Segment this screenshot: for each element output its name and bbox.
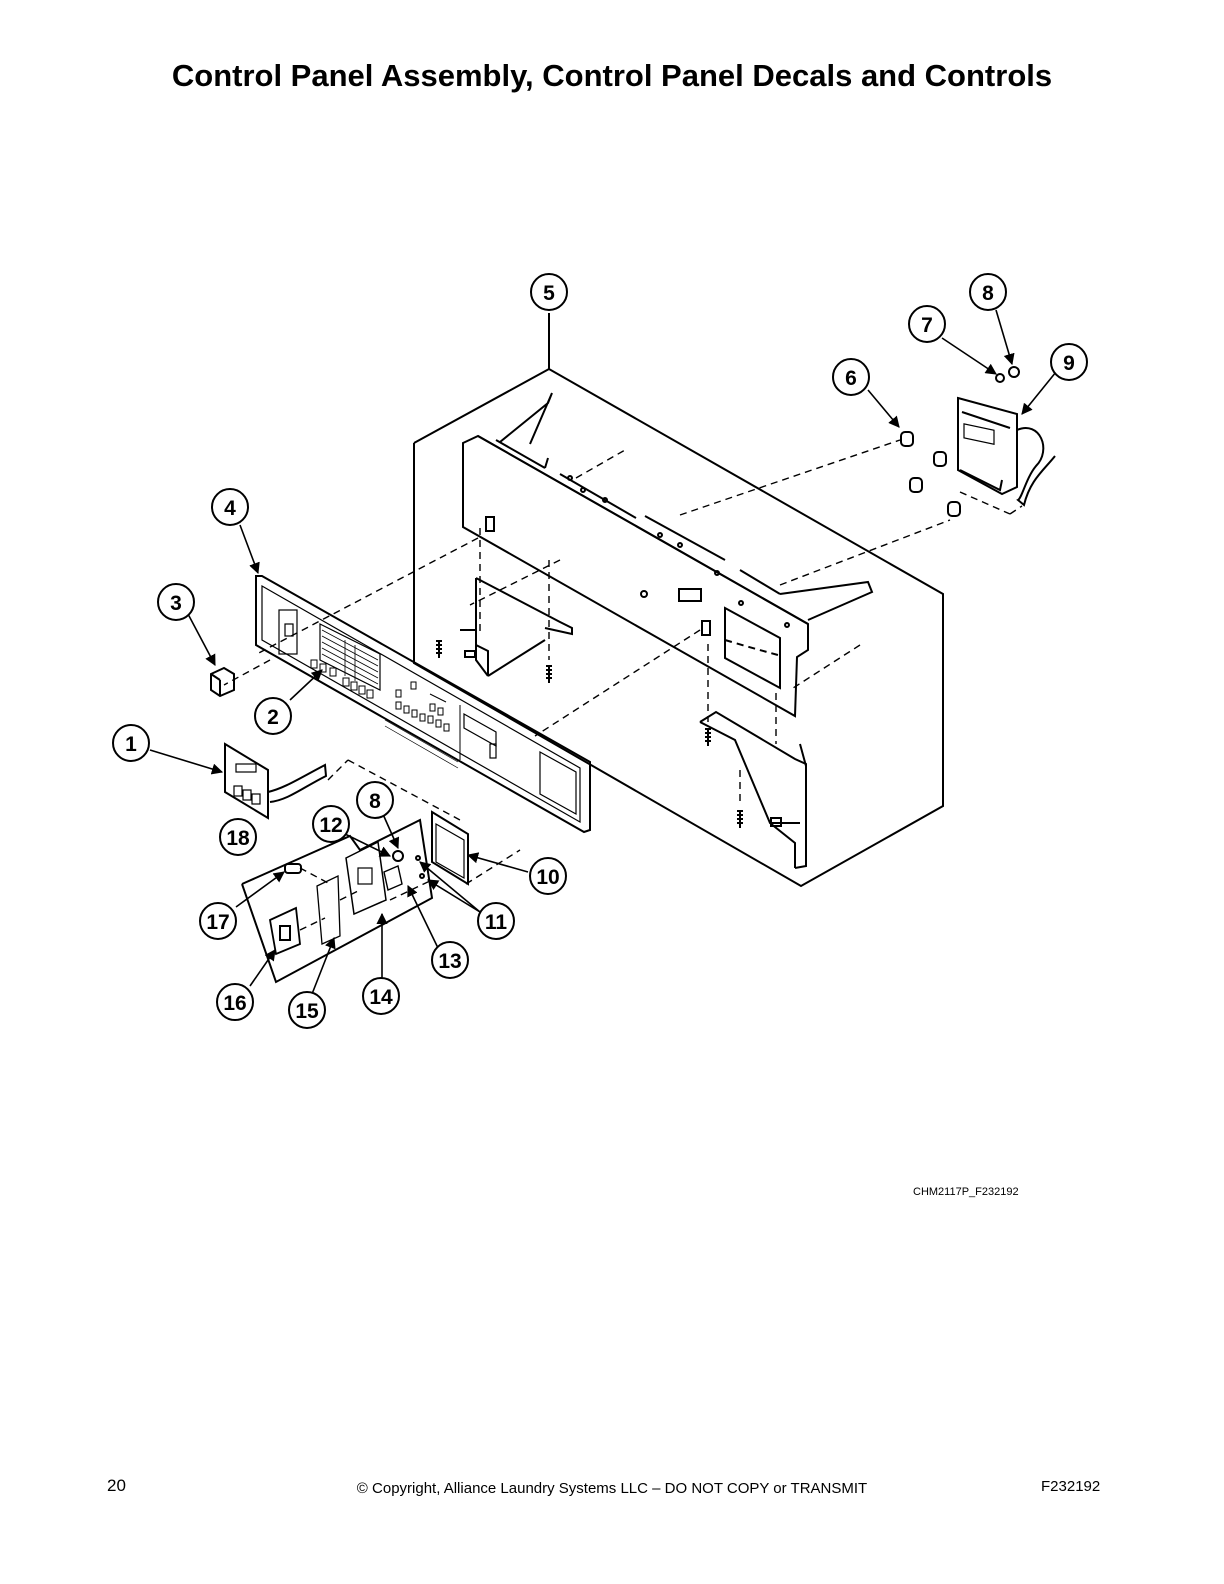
document-id: F232192 (1041, 1478, 1101, 1495)
callout-label-8-lower: 8 (369, 790, 381, 813)
page-number: 20 (107, 1476, 126, 1495)
callout-16 (216, 983, 254, 1021)
callout-label-4: 4 (224, 497, 236, 520)
callout-2 (254, 697, 292, 735)
callout-label-13: 13 (438, 950, 461, 973)
callout-10 (529, 857, 567, 895)
copyright-notice: © Copyright, Alliance Laundry Systems LL… (356, 1480, 868, 1497)
callout-13 (431, 941, 469, 979)
callout-4 (211, 488, 249, 526)
callout-7 (908, 305, 946, 343)
callout-8 (969, 273, 1007, 311)
screws (436, 640, 743, 828)
callout-label-11: 11 (485, 911, 508, 934)
callout-9 (1050, 343, 1088, 381)
callout-18 (219, 818, 257, 856)
figure-code: CHM2117P_F232192 (913, 1186, 1019, 1198)
callout-12 (312, 805, 350, 843)
callout-label-5: 5 (543, 282, 555, 305)
callout-3 (157, 583, 195, 621)
callout-15 (288, 991, 326, 1029)
callout-1 (112, 724, 150, 762)
callout-label-12: 12 (319, 814, 342, 837)
callout-bubbles (112, 273, 1088, 1029)
callout-label-18: 18 (226, 827, 250, 850)
callout-5 (530, 273, 568, 311)
callout-label-10: 10 (536, 866, 559, 889)
callout-14 (362, 977, 400, 1015)
callout-label-6: 6 (845, 367, 857, 390)
callout-8-lower (356, 781, 394, 819)
lower-panel-bracket (699, 710, 807, 869)
callout-label-1: 1 (125, 733, 137, 756)
callout-label-14: 14 (369, 986, 393, 1009)
callout-labels: 1 2 3 4 5 6 7 8 9 10 11 12 13 14 15 16 1… (125, 282, 1075, 1023)
front-control-panel (255, 575, 591, 834)
callout-label-17: 17 (206, 911, 229, 934)
rear-electronic-module (900, 366, 1056, 517)
upper-panel-frame (460, 392, 874, 718)
callout-label-15: 15 (295, 1000, 319, 1023)
callout-11 (477, 902, 515, 940)
page-title: Control Panel Assembly, Control Panel De… (171, 58, 1053, 93)
callout-label-2: 2 (267, 706, 279, 729)
rocker-switch-small (210, 666, 235, 698)
callout-label-3: 3 (170, 592, 182, 615)
assembly-guide-lines (223, 439, 951, 821)
leader-lines (149, 309, 1057, 995)
switch-sub-assembly (241, 810, 521, 984)
callout-label-16: 16 (223, 992, 246, 1015)
callout-label-9: 9 (1063, 352, 1075, 375)
display-module (224, 742, 328, 820)
callout-label-8: 8 (982, 282, 994, 305)
callout-label-7: 7 (921, 314, 933, 337)
callout-17 (199, 902, 237, 940)
callout-6 (832, 358, 870, 396)
